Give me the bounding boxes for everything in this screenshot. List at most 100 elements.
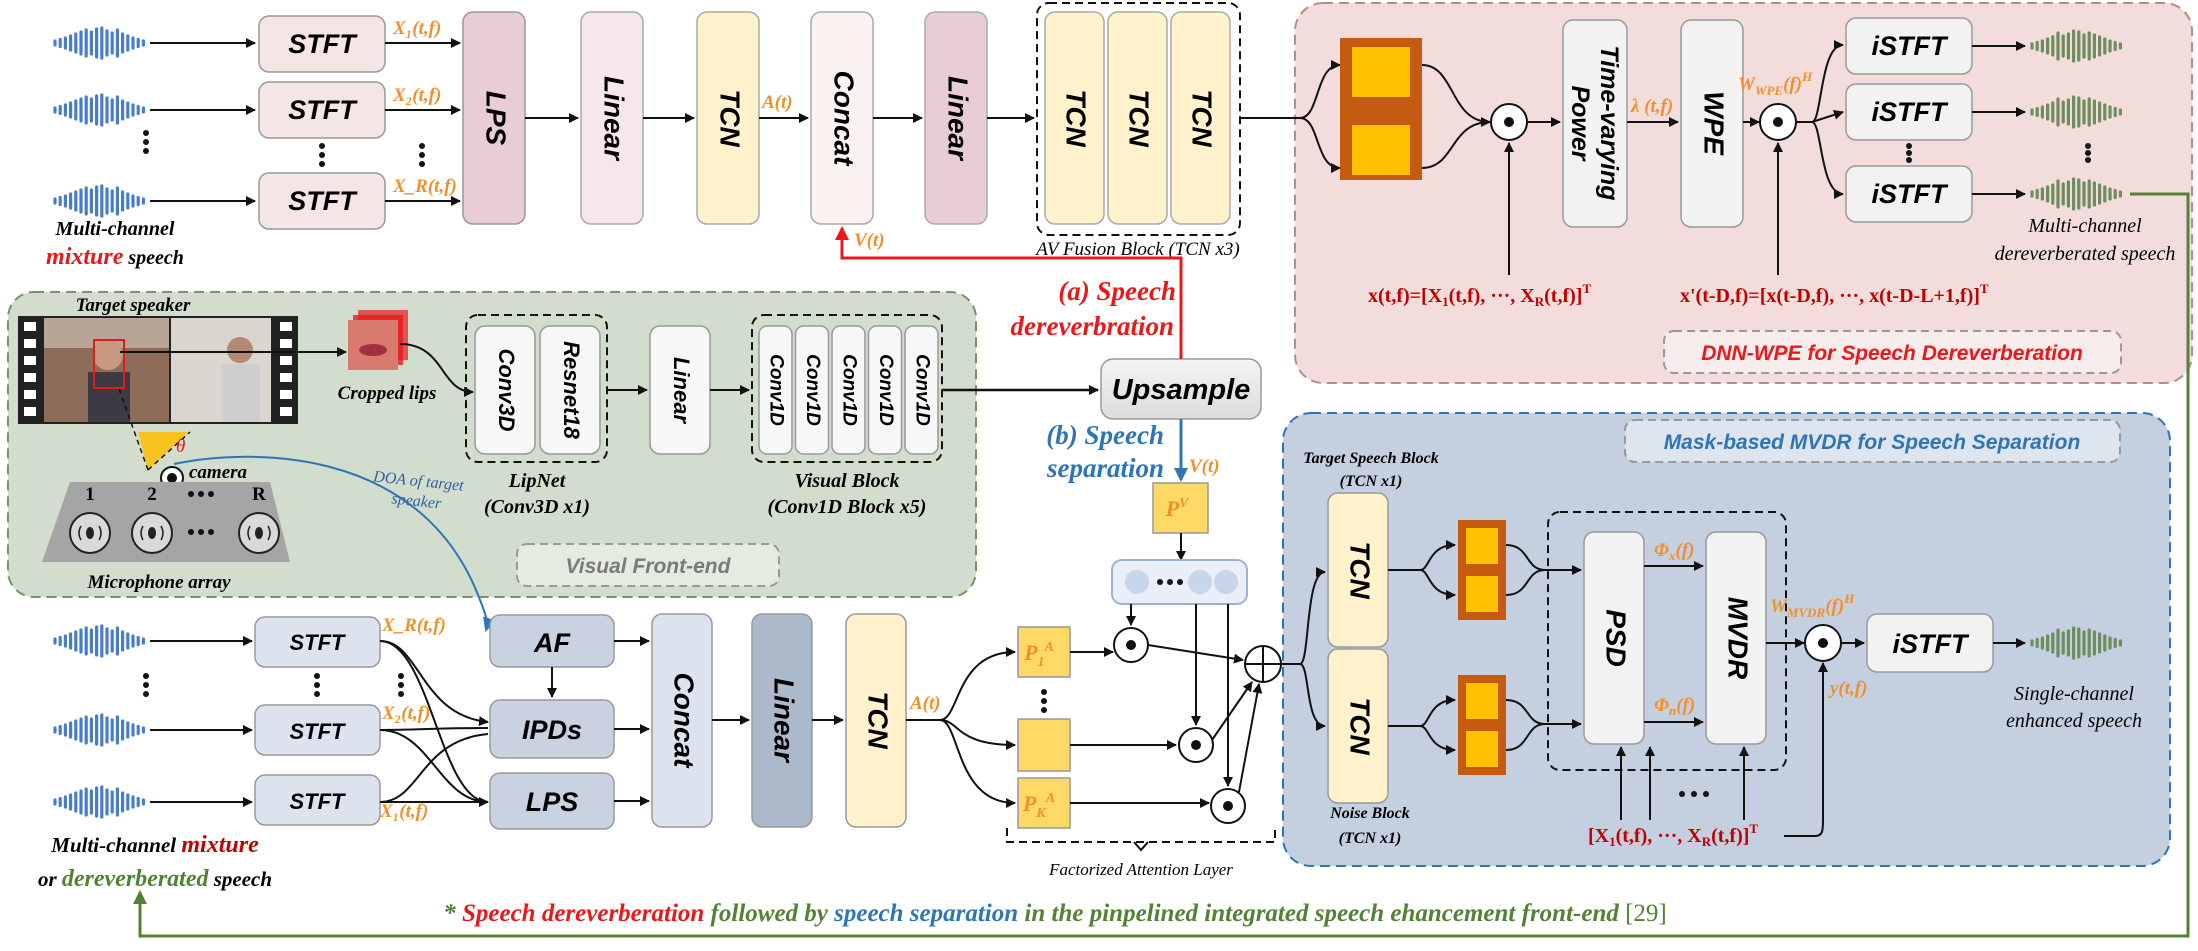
conv1d-label-4: Conv1D xyxy=(875,354,896,426)
lipnet-caption-1: LipNet xyxy=(508,470,567,492)
visual-block xyxy=(751,314,943,463)
top-input-caption-2: mixture speech xyxy=(46,244,184,270)
conv1d-box-2 xyxy=(794,325,830,455)
cropped-lips-label: Cropped lips xyxy=(338,383,437,404)
lipnet-caption-2: (Conv3D x1) xyxy=(484,496,590,518)
bottom-stft-out-2: X₂(t,f) xyxy=(381,703,430,724)
speech-b-label-2: separation xyxy=(1046,453,1164,483)
time-varying-label: Time-varyingPower xyxy=(1566,45,1623,200)
visual-linear-label: Linear xyxy=(669,357,694,424)
noise-block-caption-1: Noise Block xyxy=(1329,805,1410,822)
bottom-stft-3 xyxy=(254,774,381,826)
mvdr-title: Mask-based MVDR for Speech Separation xyxy=(1664,431,2081,454)
resnet18-label: Resnet18 xyxy=(559,341,584,440)
wpe-label: WPE xyxy=(1699,91,1730,156)
bottom-concat-label: Concat xyxy=(669,673,700,770)
vt-top-label: V(t) xyxy=(854,230,885,251)
time-varying-power-box xyxy=(1562,19,1628,228)
concat-label-top: Concat xyxy=(829,71,860,168)
top-input-waveforms xyxy=(53,26,145,218)
bottom-stft-label-1: STFT xyxy=(290,630,347,655)
fusion-tcn-3 xyxy=(1170,11,1231,225)
upsample-label: Upsample xyxy=(1112,374,1251,406)
conv1d-box-5 xyxy=(904,325,939,455)
conv1d-box-3 xyxy=(831,325,866,455)
fusion-tcn-label-3: TCN xyxy=(1187,89,1218,147)
pv-box xyxy=(1152,482,1209,534)
conv1d-label-3: Conv1D xyxy=(838,354,859,426)
conv1d-label-2: Conv1D xyxy=(802,354,823,426)
noise-block-caption-2: (TCN x1) xyxy=(1339,830,1402,847)
noise-tcn-label: TCN xyxy=(1345,697,1376,755)
camera-fov xyxy=(138,432,188,470)
at-label-top: A(t) xyxy=(761,92,793,113)
linear-label-1: Linear xyxy=(599,76,630,162)
linear-label-2: Linear xyxy=(943,76,974,162)
fusion-tcn-label-1: TCN xyxy=(1061,89,1092,147)
target-tcn-label: TCN xyxy=(1345,541,1376,599)
mic-dots xyxy=(188,491,214,535)
mic-label-1: 1 xyxy=(85,484,95,505)
bottom-input-caption-2: or dereverberated speech xyxy=(38,866,272,892)
wpe-output-caption-2: dereverberated speech xyxy=(1995,243,2176,265)
visual-caption-2: (Conv1D Block x5) xyxy=(768,496,927,518)
stft-label-3: STFT xyxy=(288,186,358,216)
conv3d-box xyxy=(474,325,536,455)
pk-mid-box xyxy=(1017,718,1071,772)
video-frame xyxy=(18,316,298,424)
mic-label-2: 2 xyxy=(147,484,157,505)
wpe-output-caption-1: Multi-channel xyxy=(2027,215,2142,237)
bottom-lps-label: LPS xyxy=(526,787,579,817)
mic-array-label: Microphone array xyxy=(86,572,231,593)
fusion-tcn-label-2: TCN xyxy=(1124,89,1155,147)
stft-out-1: X₁(t,f) xyxy=(392,18,441,39)
p1-box xyxy=(1017,626,1071,678)
feedback-arrow xyxy=(133,192,2190,938)
conv3d-label: Conv3D xyxy=(494,348,519,431)
istft-label-3: iSTFT xyxy=(1872,179,1949,209)
vt-mid-label: V(t) xyxy=(1189,456,1220,477)
mvdr-title-box xyxy=(1624,419,2121,463)
target-block-caption-1: Target Speech Block xyxy=(1303,450,1438,467)
mvdr-output-caption-1: Single-channel xyxy=(2014,683,2134,705)
mvdr-output-caption-2: enhanced speech xyxy=(2006,710,2142,732)
upsample-to-concat-arrow xyxy=(835,226,1183,359)
bottom-input-caption-1: Multi-channel mixture xyxy=(50,832,259,858)
mvdr-x-equation: [X1(t,f), ···, XR(t,f)]T xyxy=(1588,821,1758,849)
phi-n-label: Φn(f) xyxy=(1654,695,1695,718)
wpe-output-waveforms xyxy=(2030,29,2122,211)
camera-label: camera xyxy=(189,462,248,483)
bottom-input-waveforms xyxy=(53,624,145,819)
psd-box xyxy=(1583,531,1645,745)
fusion-tcn-2 xyxy=(1107,11,1168,225)
speech-b-label-1: (b) Speech xyxy=(1046,420,1164,450)
footer-caption: * Speech dereverberation followed by spe… xyxy=(443,900,1667,927)
phi-x-label: Φx(f) xyxy=(1654,540,1694,563)
vertical-dots xyxy=(143,130,425,167)
xprime-equation: x'(t-D,f)=[x(t-D,f), ···, x(t-D-L+1,f)]T xyxy=(1680,281,1989,307)
speech-a-label-1: (a) Speech xyxy=(1058,276,1176,306)
stft-label-1: STFT xyxy=(288,29,358,59)
x-equation: x(t,f)=[X1(t,f), ···, XR(t,f)]T xyxy=(1368,281,1591,309)
lps-label: LPS xyxy=(481,91,512,146)
conv1d-box-4 xyxy=(867,325,903,455)
cropped-lips-image xyxy=(348,310,408,370)
visual-caption-1: Visual Block xyxy=(794,470,899,492)
lipnet-block xyxy=(465,314,608,463)
ipds-label: IPDs xyxy=(522,715,582,745)
wpe-title: DNN-WPE for Speech Dereverberation xyxy=(1701,342,2083,365)
fusion-tcn-1 xyxy=(1044,11,1105,225)
psd-mvdr-block xyxy=(1547,511,1787,771)
visual-title: Visual Front-end xyxy=(566,555,732,578)
stft-label-2: STFT xyxy=(288,95,358,125)
bottom-stft-label-3: STFT xyxy=(290,789,347,814)
target-speaker-label: Target speaker xyxy=(76,295,191,316)
af-label: AF xyxy=(533,628,571,658)
stft-out-3: X_R(t,f) xyxy=(392,176,457,197)
enhanced-waveform xyxy=(2030,626,2122,660)
pk-box xyxy=(1017,777,1071,829)
bottom-stft-out-1: X_R(t,f) xyxy=(381,615,446,636)
mvdr-box xyxy=(1705,531,1767,745)
